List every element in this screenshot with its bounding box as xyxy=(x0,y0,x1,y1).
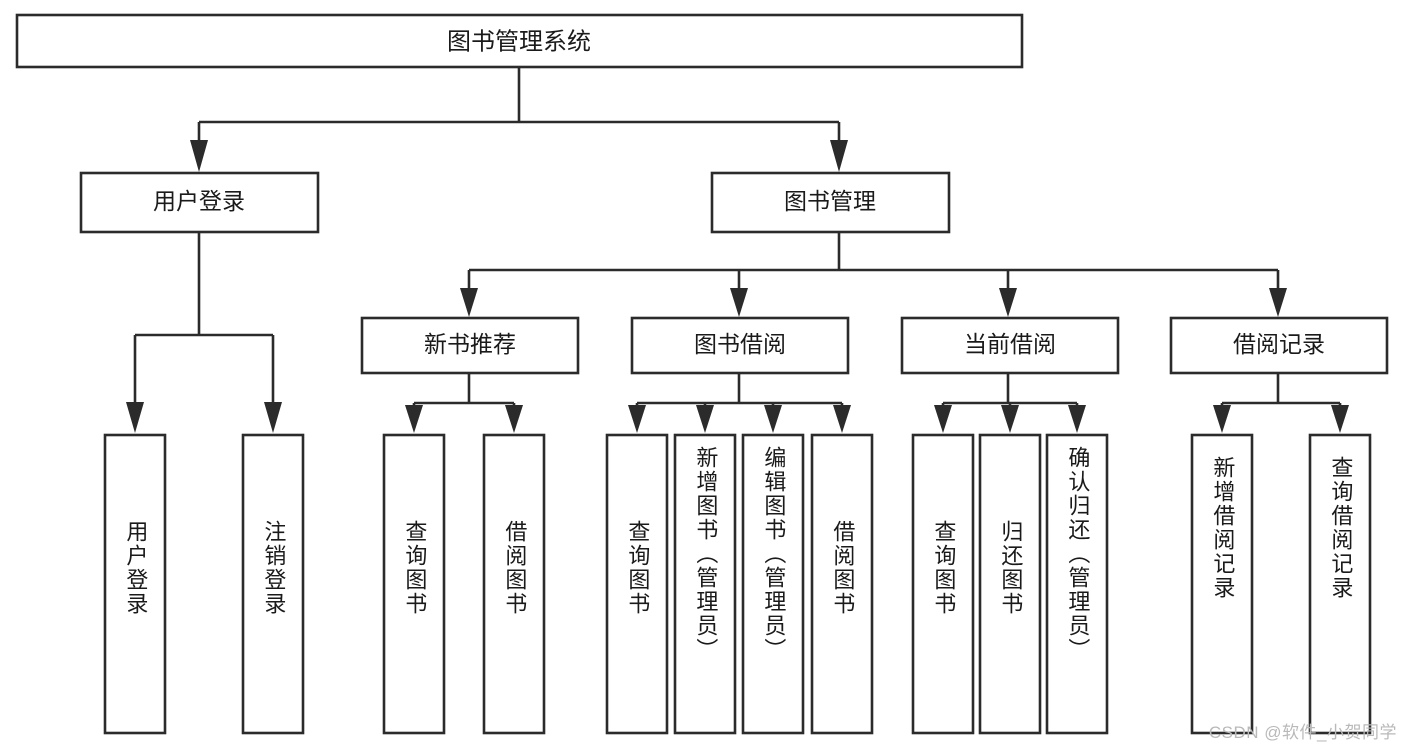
node-box-leaf-borrow-book-1[interactable] xyxy=(482,433,546,735)
node-label-title: 图书管理系统 xyxy=(447,28,591,55)
node-box-new-book-recommend[interactable] xyxy=(360,316,580,375)
node-box-current-borrow[interactable] xyxy=(900,316,1120,375)
arrow-head-leaf-query-book-3 xyxy=(934,405,952,433)
node-book-borrow[interactable]: 图书借阅 xyxy=(630,316,850,375)
arrow-head-current-borrow xyxy=(999,288,1017,317)
connector-layer xyxy=(126,67,1349,433)
arrow-head-leaf-query-book-1 xyxy=(405,405,423,433)
node-box-book-management[interactable] xyxy=(710,171,951,234)
node-box-leaf-confirm-return[interactable] xyxy=(1045,433,1109,735)
csdn-watermark: CSDN @软件_小贺同学 xyxy=(1208,723,1397,742)
node-borrow-record[interactable]: 借阅记录 xyxy=(1169,316,1389,375)
arrow-head-book-management xyxy=(830,140,848,172)
node-box-leaf-query-book-3[interactable] xyxy=(911,433,975,735)
node-box-leaf-user-login[interactable] xyxy=(103,433,167,735)
arrow-head-leaf-query-book-2 xyxy=(628,405,646,433)
node-box-leaf-add-record[interactable] xyxy=(1190,433,1254,735)
arrow-head-leaf-edit-book xyxy=(764,405,782,433)
arrow-head-leaf-borrow-book-2 xyxy=(833,405,851,433)
node-box-leaf-logout[interactable] xyxy=(241,433,305,735)
node-box-leaf-return-book[interactable] xyxy=(978,433,1042,735)
arrow-head-book-borrow xyxy=(730,288,748,317)
arrow-head-leaf-borrow-book-1 xyxy=(505,405,523,433)
node-current-borrow[interactable]: 当前借阅 xyxy=(900,316,1120,375)
node-book-management-system[interactable]: 图书管理系统 xyxy=(15,13,1024,69)
node-user-login[interactable]: 用户登录 xyxy=(79,171,320,234)
arrow-head-leaf-confirm-return xyxy=(1068,405,1086,433)
node-box-title[interactable] xyxy=(15,13,1024,69)
node-box-borrow-record[interactable] xyxy=(1169,316,1389,375)
node-box-leaf-borrow-book-2[interactable] xyxy=(810,433,874,735)
arrow-head-leaf-query-record xyxy=(1331,405,1349,433)
node-box-leaf-edit-book[interactable] xyxy=(741,433,805,735)
node-new-book-recommend[interactable]: 新书推荐 xyxy=(360,316,580,375)
node-book-management[interactable]: 图书管理 xyxy=(710,171,951,234)
node-box-leaf-query-book-1[interactable] xyxy=(382,433,446,735)
node-box-user-login[interactable] xyxy=(79,171,320,234)
node-box-book-borrow[interactable] xyxy=(630,316,850,375)
node-label-book-borrow: 图书借阅 xyxy=(694,331,786,357)
arrow-head-borrow-record xyxy=(1269,288,1287,317)
node-label-borrow-record: 借阅记录 xyxy=(1233,331,1325,357)
arrow-head-user-login xyxy=(190,140,208,172)
node-label-current-borrow: 当前借阅 xyxy=(964,331,1056,357)
leaf-box-layer xyxy=(103,433,1372,735)
node-label-user-login: 用户登录 xyxy=(153,188,245,214)
arrow-head-leaf-add-record xyxy=(1213,405,1231,433)
node-box-leaf-add-book[interactable] xyxy=(673,433,737,735)
node-box-leaf-query-record[interactable] xyxy=(1308,433,1372,735)
node-label-new-book-recommend: 新书推荐 xyxy=(424,331,516,357)
node-label-book-management: 图书管理 xyxy=(784,188,876,214)
arrow-head-leaf-return-book xyxy=(1001,405,1019,433)
arrow-head-leaf-user-login xyxy=(126,402,144,433)
arrow-head-leaf-add-book xyxy=(696,405,714,433)
arrow-head-new-book-recommend xyxy=(460,288,478,317)
arrow-head-leaf-logout xyxy=(264,402,282,433)
node-box-leaf-query-book-2[interactable] xyxy=(605,433,669,735)
